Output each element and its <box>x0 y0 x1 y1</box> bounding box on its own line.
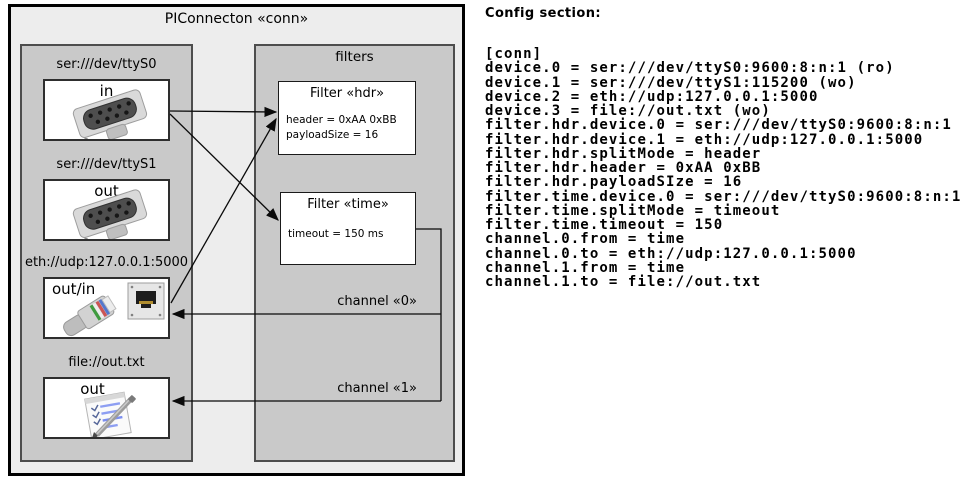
config-line: filter.time.splitMode = timeout <box>485 202 781 219</box>
device-direction-label: in <box>99 82 114 100</box>
device-box-ttyS0: in <box>43 79 170 141</box>
config-line: filter.time.device.0 = ser:///dev/ttyS0:… <box>485 188 962 205</box>
filter-title: Filter «hdr» <box>309 86 385 101</box>
device-uri-ttyS1: ser:///dev/ttyS1 <box>56 157 157 172</box>
config-line: device.3 = file://out.txt (wo) <box>485 103 771 119</box>
config-line: channel.0.to = eth://udp:127.0.0.1:5000 <box>485 245 857 262</box>
ethernet-connector-icon <box>63 295 117 337</box>
device-direction-label: out/in <box>52 280 96 298</box>
channel-0-label: channel «0» <box>337 294 417 309</box>
device-uri-file: file://out.txt <box>68 355 145 370</box>
filters-panel-title: filters <box>335 49 374 65</box>
device-direction-label: out <box>94 182 119 200</box>
device-uri-ttyS0: ser:///dev/ttyS0 <box>56 57 157 72</box>
notepad-icon <box>84 391 136 437</box>
serial-connector-icon <box>72 89 148 139</box>
device-box-eth: out/in <box>43 277 170 339</box>
config-line: channel.1.from = time <box>485 259 686 276</box>
device-direction-label: out <box>80 380 105 398</box>
config-line: filter.hdr.device.1 = eth://udp:127.0.0.… <box>485 131 924 148</box>
config-section: [conn] device.0 = ser:///dev/ttyS0:9600:… <box>485 46 963 290</box>
device-uri-eth: eth://udp:127.0.0.1:5000 <box>24 255 189 270</box>
config-line: filter.hdr.splitMode = header <box>485 145 762 162</box>
serial-connector-icon <box>72 189 148 239</box>
config-line: filter.hdr.payloadSIze = 16 <box>485 174 743 191</box>
ethernet-port-icon <box>127 282 165 320</box>
filter-title: Filter «time» <box>307 197 389 212</box>
device-box-ttyS1: out <box>43 179 170 241</box>
config-line: device.2 = eth://udp:127.0.0.1:5000 <box>485 88 819 105</box>
diagram-title: PIConnecton «conn» <box>164 11 309 27</box>
channel-1-label: channel «1» <box>337 381 417 396</box>
filter-property: payloadSize = 16 <box>286 129 379 141</box>
config-line: channel.0.from = time <box>485 231 686 248</box>
config-line: device.0 = ser:///dev/ttyS0:9600:8:n:1 (… <box>485 60 895 77</box>
config-line: device.1 = ser:///dev/ttyS1:115200 (wo) <box>485 74 857 91</box>
filter-box-hdr: Filter «hdr» header = 0xAA 0xBB payloadS… <box>278 81 416 155</box>
filter-property: header = 0xAA 0xBB <box>286 114 397 126</box>
filter-property: timeout = 150 ms <box>288 228 384 240</box>
device-box-file: out <box>43 377 170 439</box>
config-heading: Config section: <box>485 6 601 21</box>
config-line: channel.1.to = file://out.txt <box>485 274 762 290</box>
config-line: filter.time.timeout = 150 <box>485 217 724 233</box>
filter-box-time: Filter «time» timeout = 150 ms <box>280 192 416 265</box>
config-line: filter.hdr.header = 0xAA 0xBB <box>485 160 762 176</box>
config-line: filter.hdr.device.0 = ser:///dev/ttyS0:9… <box>485 117 952 134</box>
config-line: [conn] <box>485 46 543 62</box>
